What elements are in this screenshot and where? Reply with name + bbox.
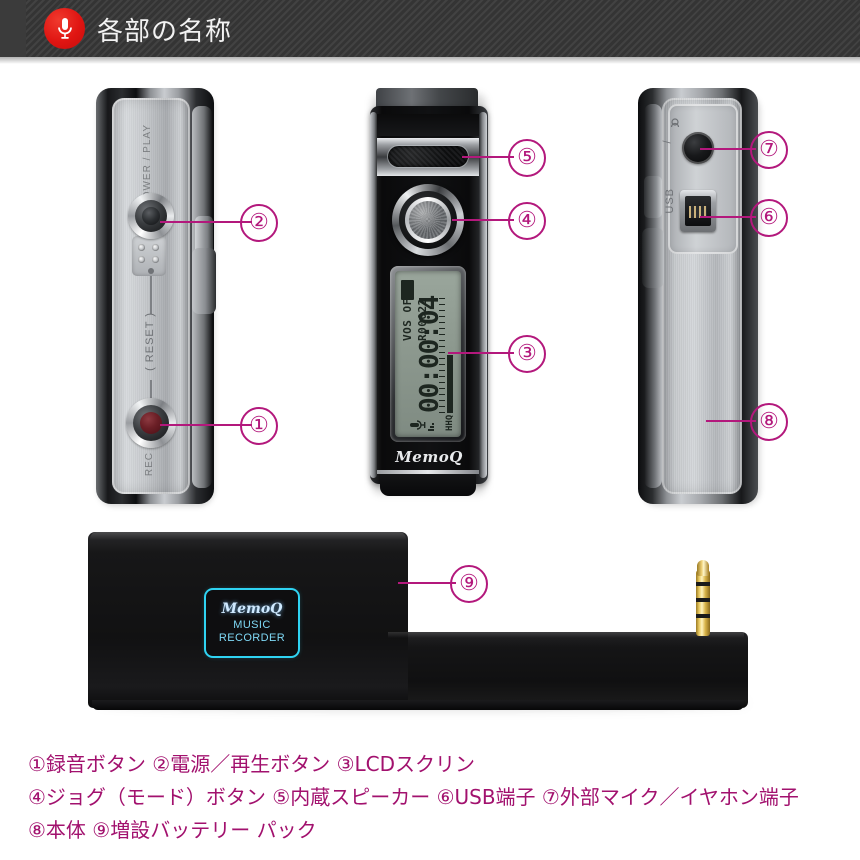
plug-shaft [696,570,710,636]
battery-top-highlight [90,532,406,540]
device-side-tab [192,248,216,314]
callout-6: ⑥ [750,199,788,237]
legend-line-1: ①録音ボタン ②電源／再生ボタン ③LCDスクリン [28,752,476,776]
leader-line-2 [160,221,252,223]
power-play-button[interactable] [128,193,174,239]
reset-dot-top [148,268,154,274]
battery-arm [388,632,748,708]
legend-line-3: ⑧本体 ⑨増設バッテリー パック [28,818,317,842]
callout-2: ② [240,204,278,242]
reset-line-bottom [150,380,152,412]
device-left-rail [644,104,662,488]
plug-band [696,582,710,586]
legend-line-2: ④ジョグ（モード）ボタン ⑤内蔵スピーカー ⑥USB端子 ⑦外部マイク／イヤホン… [28,785,799,809]
front-brand-label: MemoQ [395,448,463,466]
device-view-front: HHQ 00:00:04 VOS OFF R00022 MemoQ [368,88,490,496]
chrome-edge-right [479,112,487,478]
usb-label: USB [664,188,676,214]
built-in-speaker [388,146,468,167]
page-header: 各部の名称 [0,0,860,57]
reset-label: ( RESET ) [144,312,156,371]
power-play-button-inner [135,200,167,232]
callout-9: ⑨ [450,565,488,603]
device-view-left-side: POWER / PLAY ( RESET ) REC [96,88,216,508]
pad-dot [152,244,159,251]
leader-line-5 [462,156,514,158]
power-play-button-core [142,207,160,225]
plug-tip [697,560,709,576]
leader-line-1 [160,424,252,426]
battery-brand-label: MemoQ MUSIC RECORDER [206,590,298,656]
jog-button-core [409,201,447,239]
battery-arm-highlight [388,632,744,638]
audio-plug [694,560,712,636]
mic-earphone-icon [670,118,680,128]
jack-slash-label: / [661,140,674,144]
extra-battery-pack: MemoQ MUSIC RECORDER [88,524,768,720]
callout-8: ⑧ [750,403,788,441]
rec-button[interactable] [126,398,176,448]
top-black-band [377,114,479,136]
callout-5: ⑤ [508,139,546,177]
page-title: 各部の名称 [97,17,233,47]
leader-line-4 [452,219,514,221]
lcd-microphone-icon [410,420,434,431]
callout-7: ⑦ [750,131,788,169]
device-side-tab-upper [195,216,213,254]
device-view-right-side: / USB [638,88,764,508]
battery-label-line2: RECORDER [218,632,286,644]
leader-line-9 [398,582,456,584]
lcd-level-bar [447,355,453,413]
device-side-face [112,98,190,494]
rec-label: REC [144,452,155,477]
rec-button-inner [133,405,169,441]
lcd-content-rotated: HHQ 00:00:04 VOS OFF R00022 [395,271,461,437]
lcd-screen: HHQ 00:00:04 VOS OFF R00022 [395,271,461,437]
lcd-quality-indicator: HHQ [445,414,455,431]
pad-dot [138,256,145,263]
rec-button-core [140,412,162,434]
parts-legend: ①録音ボタン ②電源／再生ボタン ③LCDスクリン ④ジョグ（モード）ボタン ⑤… [28,748,848,847]
microphone-icon [44,8,85,49]
reset-line-top [150,276,152,314]
pad-dot [152,256,159,263]
device-side-tab [642,228,664,288]
pad-dot [138,244,145,251]
header-left-block [0,0,26,57]
battery-label-brand: MemoQ [221,601,283,617]
chrome-edge-left [370,112,377,478]
battery-icon-cap [404,281,408,284]
lcd-record-count: R00022 [416,298,429,341]
plug-band [696,598,710,602]
device-side-tab-upper [644,176,662,218]
leader-line-6 [700,216,756,218]
microphone-glyph [57,17,72,39]
usb-port[interactable] [680,190,716,232]
leader-line-8 [706,420,756,422]
callout-3: ③ [508,335,546,373]
usb-pins [689,206,707,218]
device-foot [380,474,476,496]
decor-dot-pad [132,236,166,276]
battery-base [92,700,744,710]
leader-line-3 [448,352,514,354]
header-shadow [0,57,860,64]
lcd-level-ticks [439,293,445,413]
plug-band [696,614,710,618]
callout-4: ④ [508,202,546,240]
battery-label-line1: MUSIC [233,619,271,631]
leader-line-7 [700,148,756,150]
bottom-chrome-strip [377,470,479,474]
callout-1: ① [240,407,278,445]
